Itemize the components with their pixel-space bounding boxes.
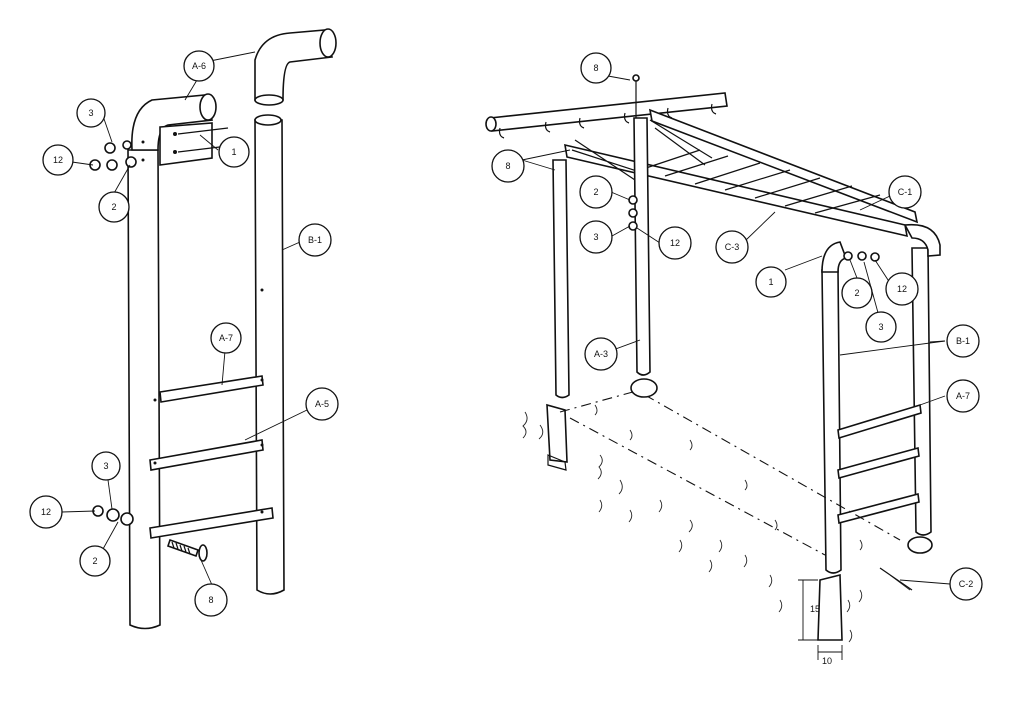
callout-1-left: 1 xyxy=(218,136,250,168)
callout-label: B-1 xyxy=(956,336,970,346)
callout-label: A-7 xyxy=(956,391,970,401)
callout-label: 2 xyxy=(111,202,116,212)
callout-2-right-mid: 2 xyxy=(841,277,873,309)
callout-label: 3 xyxy=(88,108,93,118)
callout-2-left-bottom: 2 xyxy=(79,545,111,577)
dimension-width: 10 xyxy=(822,656,832,666)
callout-12-right: 12 xyxy=(658,226,692,260)
callout-label: 3 xyxy=(878,322,883,332)
left-elbow xyxy=(131,94,214,151)
left-post xyxy=(127,149,161,630)
callout-8-right-top: 8 xyxy=(580,52,612,84)
callout-c3: C-3 xyxy=(715,230,749,264)
callout-8-right: 8 xyxy=(491,149,525,183)
callout-c1: C-1 xyxy=(888,175,922,209)
callout-3-right-mid: 3 xyxy=(865,311,897,343)
callout-2-left-top: 2 xyxy=(98,191,130,223)
callout-8-left: 8 xyxy=(194,583,228,617)
callout-label: 8 xyxy=(505,161,510,171)
callout-label: A-6 xyxy=(192,61,206,71)
callout-label: 1 xyxy=(231,147,236,157)
callout-label: 12 xyxy=(670,238,680,248)
callout-label: C-2 xyxy=(959,579,974,589)
callout-label: 2 xyxy=(92,556,97,566)
callout-label: C-3 xyxy=(725,242,740,252)
callout-12-left-top: 12 xyxy=(42,144,74,176)
rung-low xyxy=(149,507,274,539)
callout-3-left-top: 3 xyxy=(76,98,106,128)
callout-3-right: 3 xyxy=(579,220,613,254)
callout-a7-right: A-7 xyxy=(946,379,980,413)
ladder-exploded-view xyxy=(61,28,337,630)
callout-c2: C-2 xyxy=(949,567,983,601)
callout-a3: A-3 xyxy=(584,337,618,371)
callout-a5-left: A-5 xyxy=(305,387,339,421)
callouts: A-6 3 12 2 1 B-1 A-7 A-5 3 12 2 8 8 8 2 … xyxy=(29,50,983,666)
assembled-frame-view xyxy=(485,74,951,660)
callout-label: 8 xyxy=(593,63,598,73)
callout-label: 8 xyxy=(208,595,213,605)
callout-label: 12 xyxy=(41,507,51,517)
callout-2-right: 2 xyxy=(579,175,613,209)
callout-label: 2 xyxy=(854,288,859,298)
callout-label: 3 xyxy=(103,461,108,471)
callout-a6: A-6 xyxy=(183,50,215,82)
callout-3-left-bottom: 3 xyxy=(91,451,121,481)
callout-1-right: 1 xyxy=(755,266,787,298)
rung-mid xyxy=(149,439,264,471)
dimension-depth: 15 xyxy=(810,604,820,614)
callout-a7-left: A-7 xyxy=(210,322,242,354)
callout-label: A-3 xyxy=(594,349,608,359)
callout-12-left-bottom: 12 xyxy=(29,495,63,529)
callout-label: 12 xyxy=(53,155,63,165)
callout-label: A-5 xyxy=(315,399,329,409)
callout-label: 12 xyxy=(897,284,907,294)
callout-label: 1 xyxy=(768,277,773,287)
callout-label: 3 xyxy=(593,232,598,242)
callout-b1-right: B-1 xyxy=(946,324,980,358)
right-post xyxy=(254,119,285,595)
callout-label: A-7 xyxy=(219,333,233,343)
callout-b1-left: B-1 xyxy=(298,223,332,257)
callout-label: 2 xyxy=(593,187,598,197)
callout-label: C-1 xyxy=(898,187,913,197)
rung-top xyxy=(159,375,264,403)
callout-label: B-1 xyxy=(308,235,322,245)
callout-12-right-mid: 12 xyxy=(885,272,919,306)
